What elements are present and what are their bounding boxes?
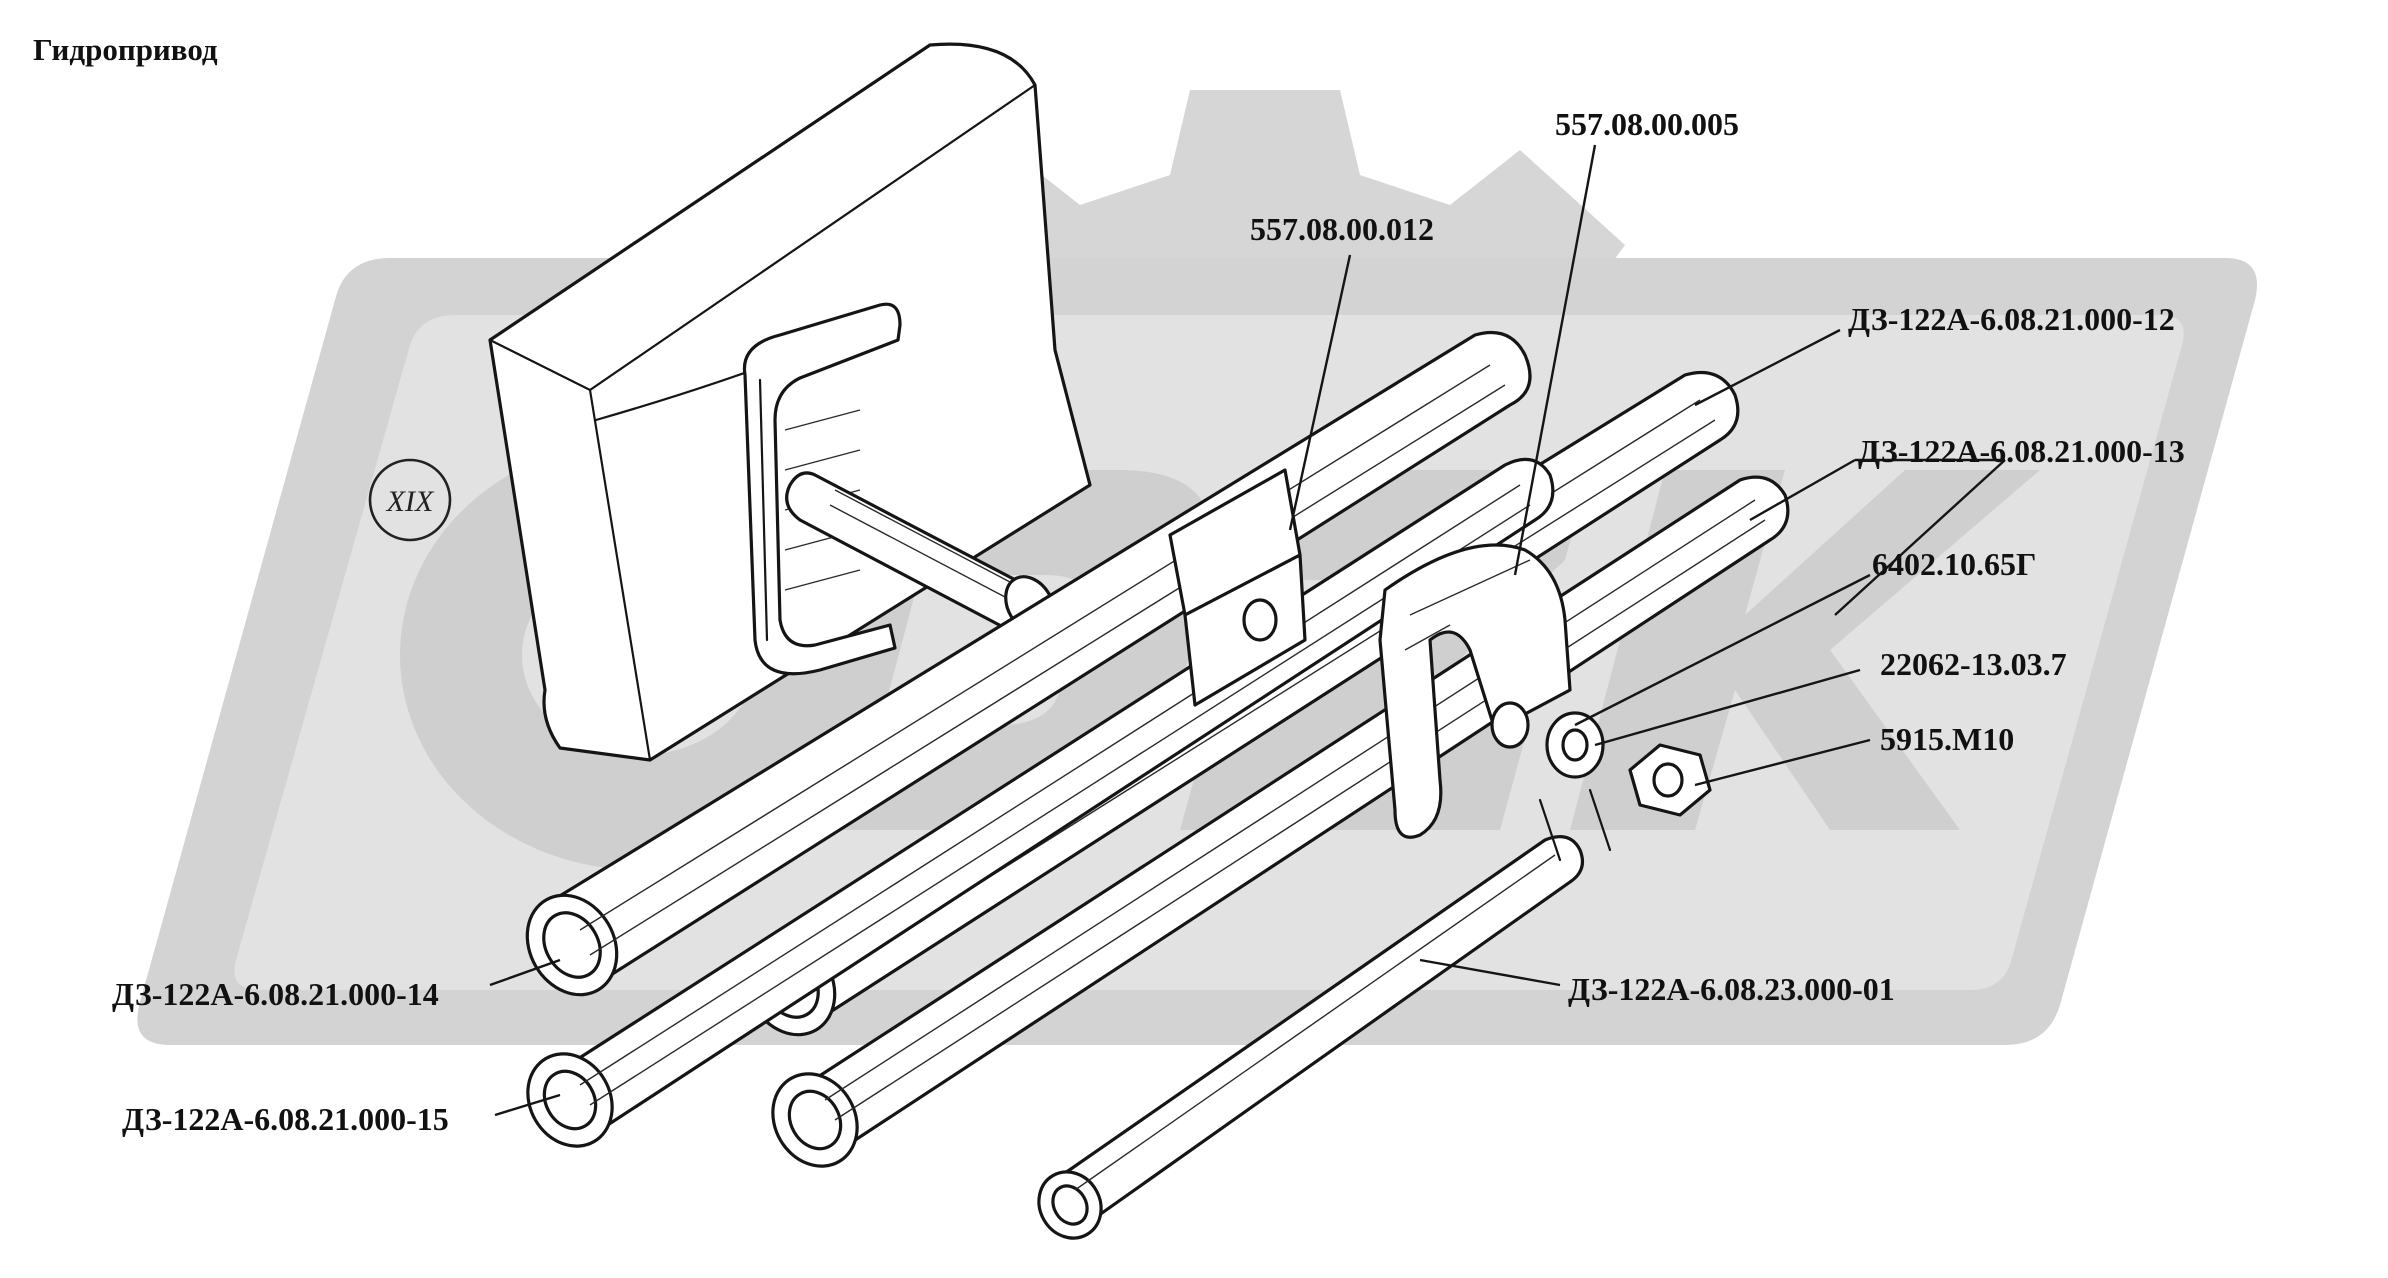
label-pipe-12: ДЗ-122А-6.08.21.000-12 (1848, 301, 2175, 337)
label-pipe-15: ДЗ-122А-6.08.21.000-15 (122, 1101, 449, 1137)
view-marker: XIX (368, 458, 452, 542)
label-pipe-23: ДЗ-122А-6.08.23.000-01 (1568, 971, 1895, 1007)
label-bolt: 6402.10.65Г (1872, 546, 2036, 582)
page-title: Гидропривод (33, 32, 218, 67)
clamp-part (1378, 543, 1572, 839)
leader-lines (489, 144, 2006, 1117)
view-marker-label: XIX (386, 485, 435, 518)
label-nut: 5915.М10 (1880, 721, 2014, 757)
clamp-plate (1168, 468, 1307, 707)
pipe-23 (1037, 835, 1584, 1240)
label-washer: 22062-13.03.7 (1880, 646, 2067, 682)
bolt-washer-nut (1538, 711, 1712, 862)
label-bracket: 557.08.00.012 (1250, 211, 1434, 247)
label-clamp: 557.08.00.005 (1555, 106, 1739, 142)
label-pipe-13: ДЗ-122А-6.08.21.000-13 (1858, 433, 2185, 469)
label-pipe-14: ДЗ-122А-6.08.21.000-14 (112, 976, 439, 1012)
bracket-part (742, 302, 902, 676)
